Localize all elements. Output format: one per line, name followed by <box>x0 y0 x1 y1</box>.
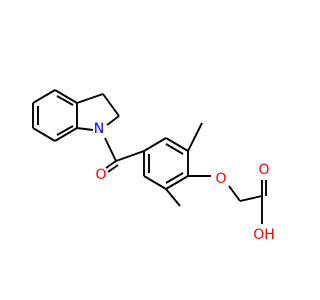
bond <box>143 137 167 152</box>
bond <box>76 127 94 131</box>
double-bond-inner <box>165 172 184 184</box>
molecule-structure: N O O O OH <box>32 89 275 243</box>
bond-ch2-cooh <box>239 195 263 202</box>
bond <box>54 127 78 142</box>
ether-oxygen-label: O <box>215 171 226 187</box>
methyl-bottom <box>165 188 181 207</box>
bond <box>165 175 189 190</box>
bond <box>105 160 117 169</box>
methyl-top <box>187 122 203 152</box>
bond-carbonyl-phenyl <box>115 150 145 162</box>
carbonyl-oxygen-label: O <box>95 167 106 183</box>
double-bond-inner <box>56 95 74 106</box>
hydroxyl-label: OH <box>253 227 275 243</box>
bond <box>143 175 167 190</box>
bond <box>32 127 56 142</box>
bond <box>165 137 189 152</box>
carboxylic-acid <box>261 180 267 224</box>
double-bond-inner <box>56 125 74 136</box>
nitrogen-label: N <box>94 121 104 137</box>
bond <box>106 115 120 126</box>
carbonyl-group <box>105 160 119 173</box>
central-benzene-ring <box>143 137 189 190</box>
double-bond-inner <box>165 143 184 155</box>
bond <box>76 93 104 104</box>
bond <box>54 89 78 104</box>
bond-n-carbonyl <box>104 137 117 162</box>
indoline-pyrrolidine-ring <box>76 93 120 131</box>
bond <box>107 164 119 173</box>
bond <box>102 93 120 117</box>
bond <box>32 89 56 104</box>
indoline-benzene-ring <box>32 89 78 142</box>
bond-oxygen-ch2 <box>228 185 241 202</box>
acid-carbonyl-oxygen-label: O <box>258 162 269 178</box>
